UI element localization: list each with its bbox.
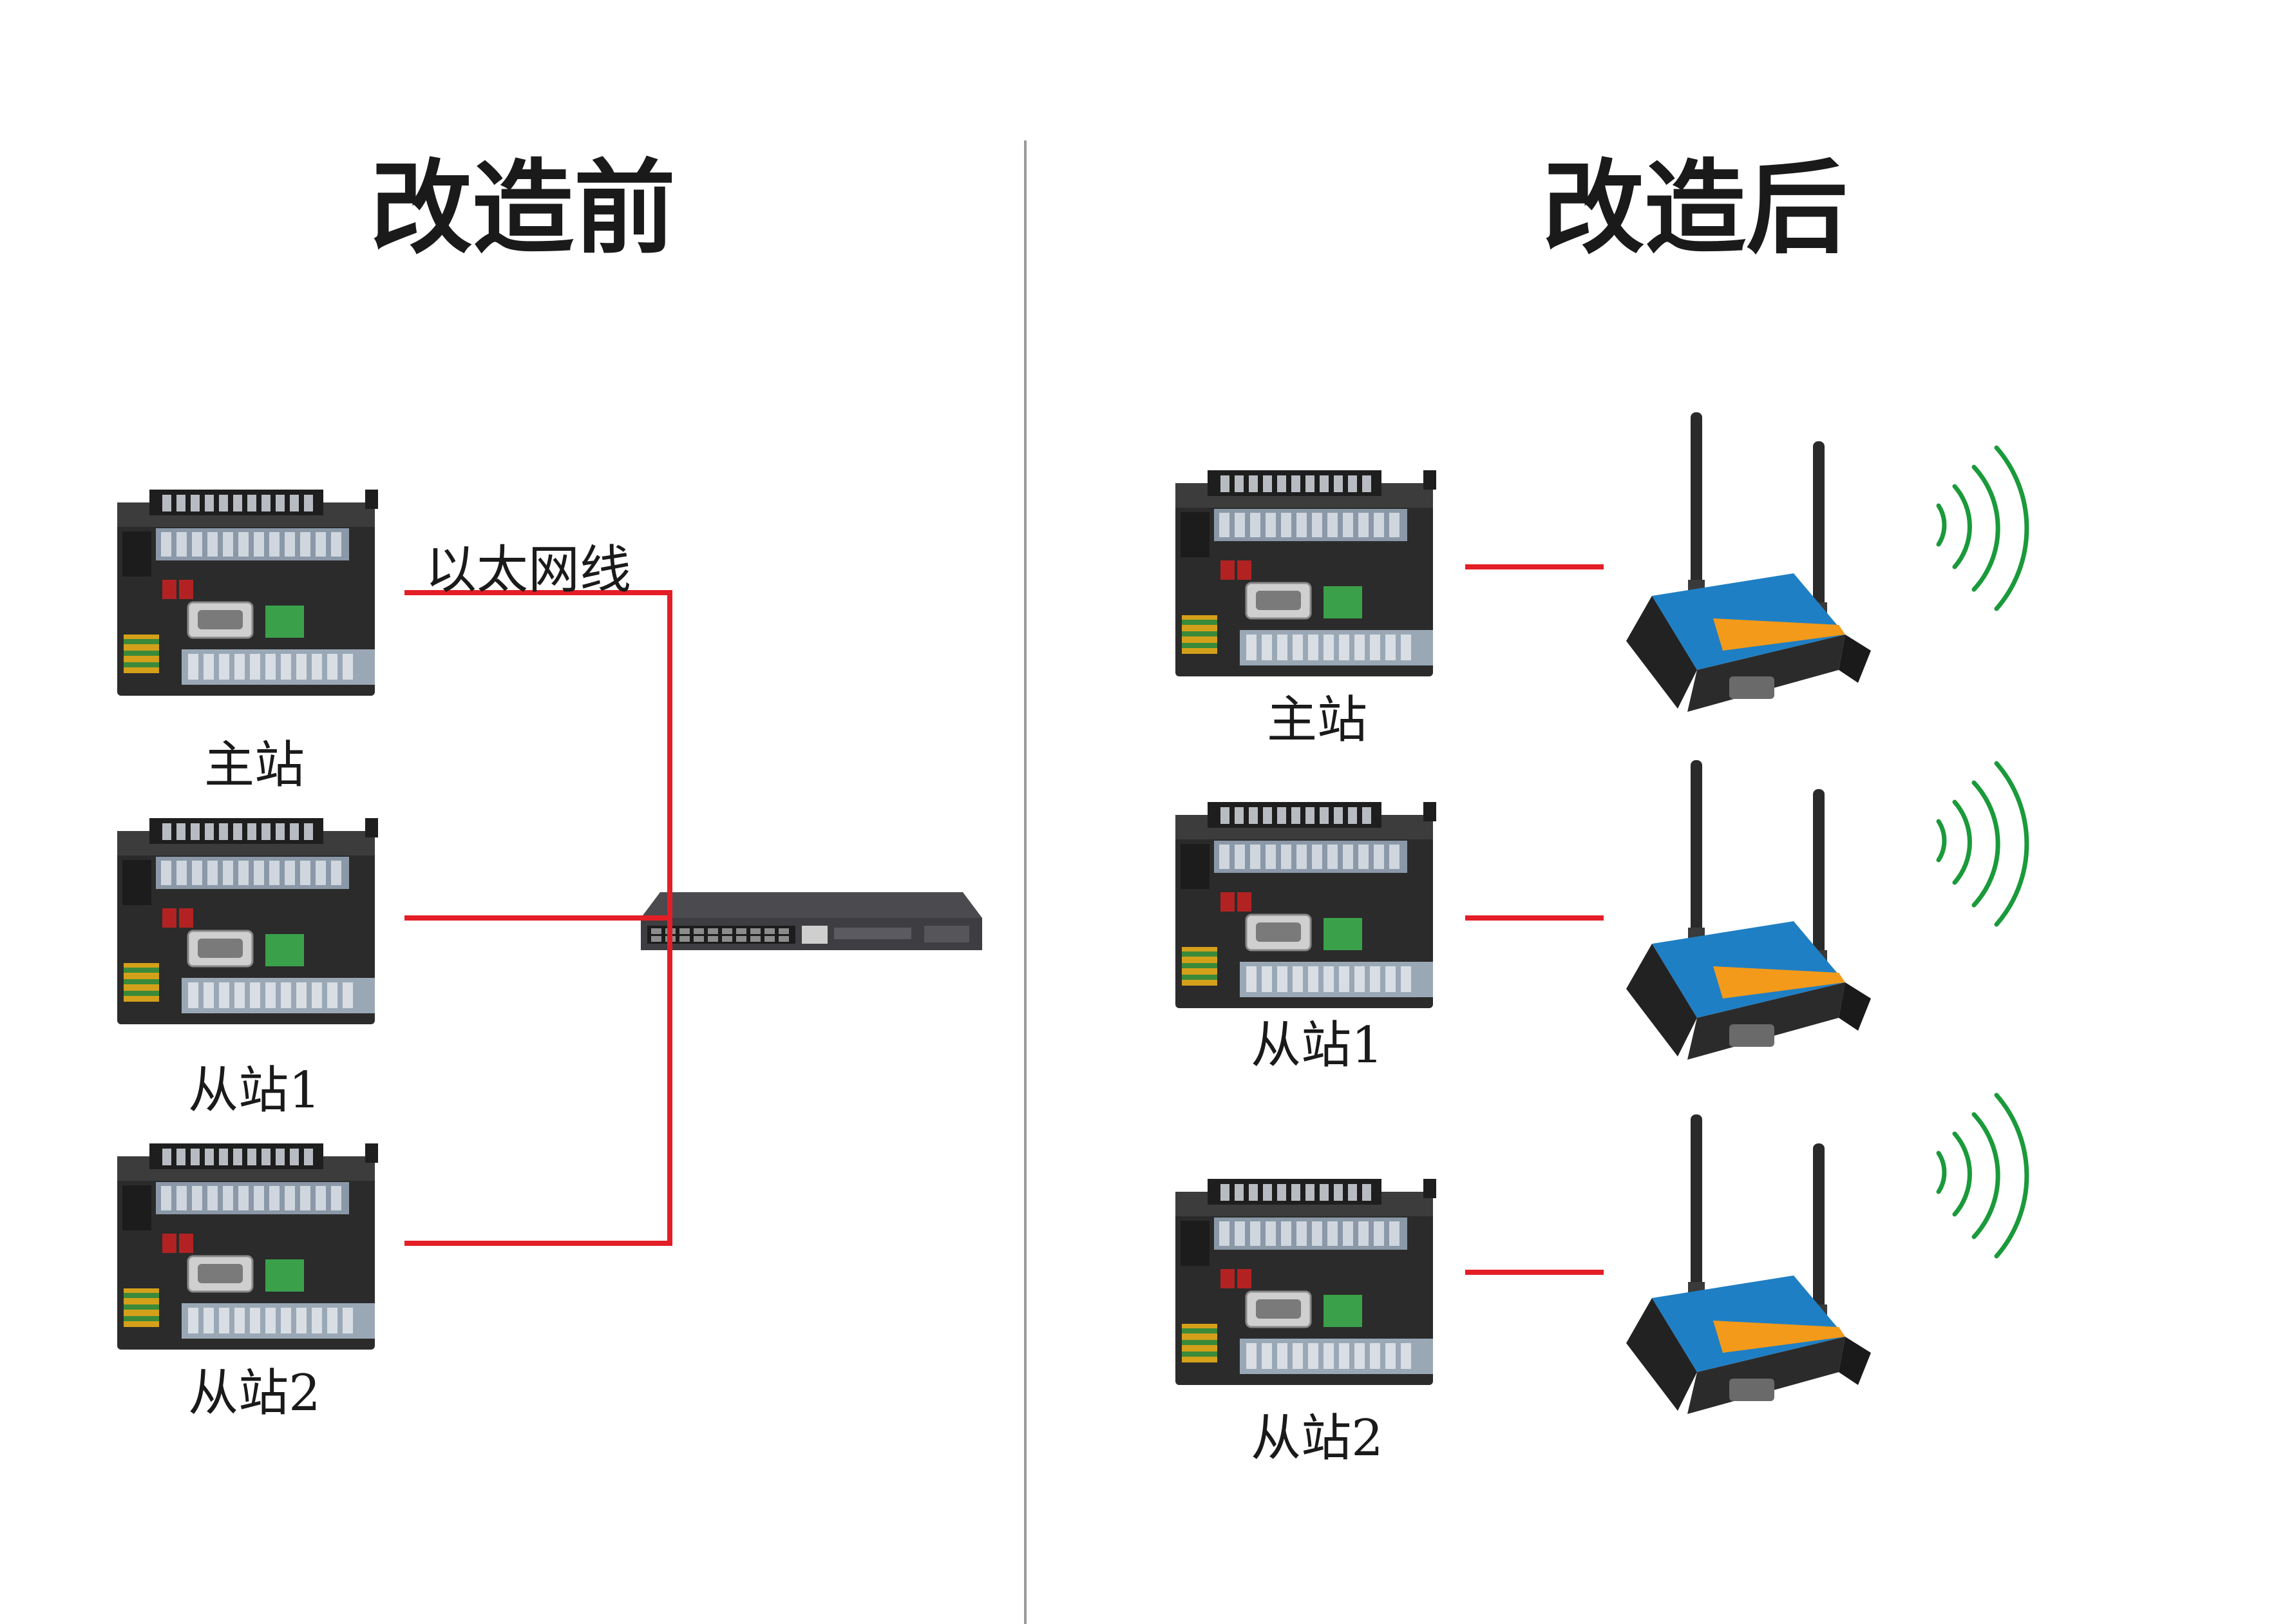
left-station-label-slave2: 从站2 bbox=[188, 1364, 321, 1422]
wireless-signal-icon bbox=[1939, 448, 2027, 609]
left-station-label-slave1: 从站1 bbox=[188, 1062, 321, 1120]
4g-router-icon bbox=[1626, 760, 1871, 1060]
plc-master-right bbox=[1174, 469, 1437, 678]
before-title: 改造前 bbox=[370, 149, 676, 268]
ethernet-cable-label: 以太网线 bbox=[425, 540, 631, 600]
serial-cables bbox=[1465, 564, 1604, 1275]
plc-slave2-left bbox=[116, 1142, 379, 1351]
plc-slave2-right bbox=[1174, 1178, 1437, 1386]
ethernet-cables bbox=[404, 590, 672, 1246]
left-station-label-master: 主站 bbox=[204, 736, 305, 794]
right-station-label-master: 主站 bbox=[1266, 691, 1368, 749]
right-station-label-slave2: 从站2 bbox=[1251, 1409, 1383, 1467]
after-title: 改造后 bbox=[1542, 149, 1848, 268]
4g-router-icon bbox=[1626, 412, 1871, 712]
plc-slave1-right bbox=[1174, 801, 1437, 1009]
plc-slave1-left bbox=[116, 817, 379, 1026]
4g-router-icon bbox=[1626, 1114, 1871, 1414]
plc-master-left bbox=[116, 488, 379, 697]
router-group bbox=[1626, 412, 1871, 1414]
right-plc-group bbox=[1174, 469, 1437, 1386]
wireless-signal-icon bbox=[1939, 1095, 2027, 1256]
right-station-label-slave1: 从站1 bbox=[1251, 1017, 1383, 1075]
wireless-signal-icon bbox=[1939, 763, 2027, 924]
network-switch-icon bbox=[641, 892, 982, 950]
signal-group bbox=[1939, 448, 2027, 1256]
left-plc-group bbox=[116, 488, 379, 1351]
